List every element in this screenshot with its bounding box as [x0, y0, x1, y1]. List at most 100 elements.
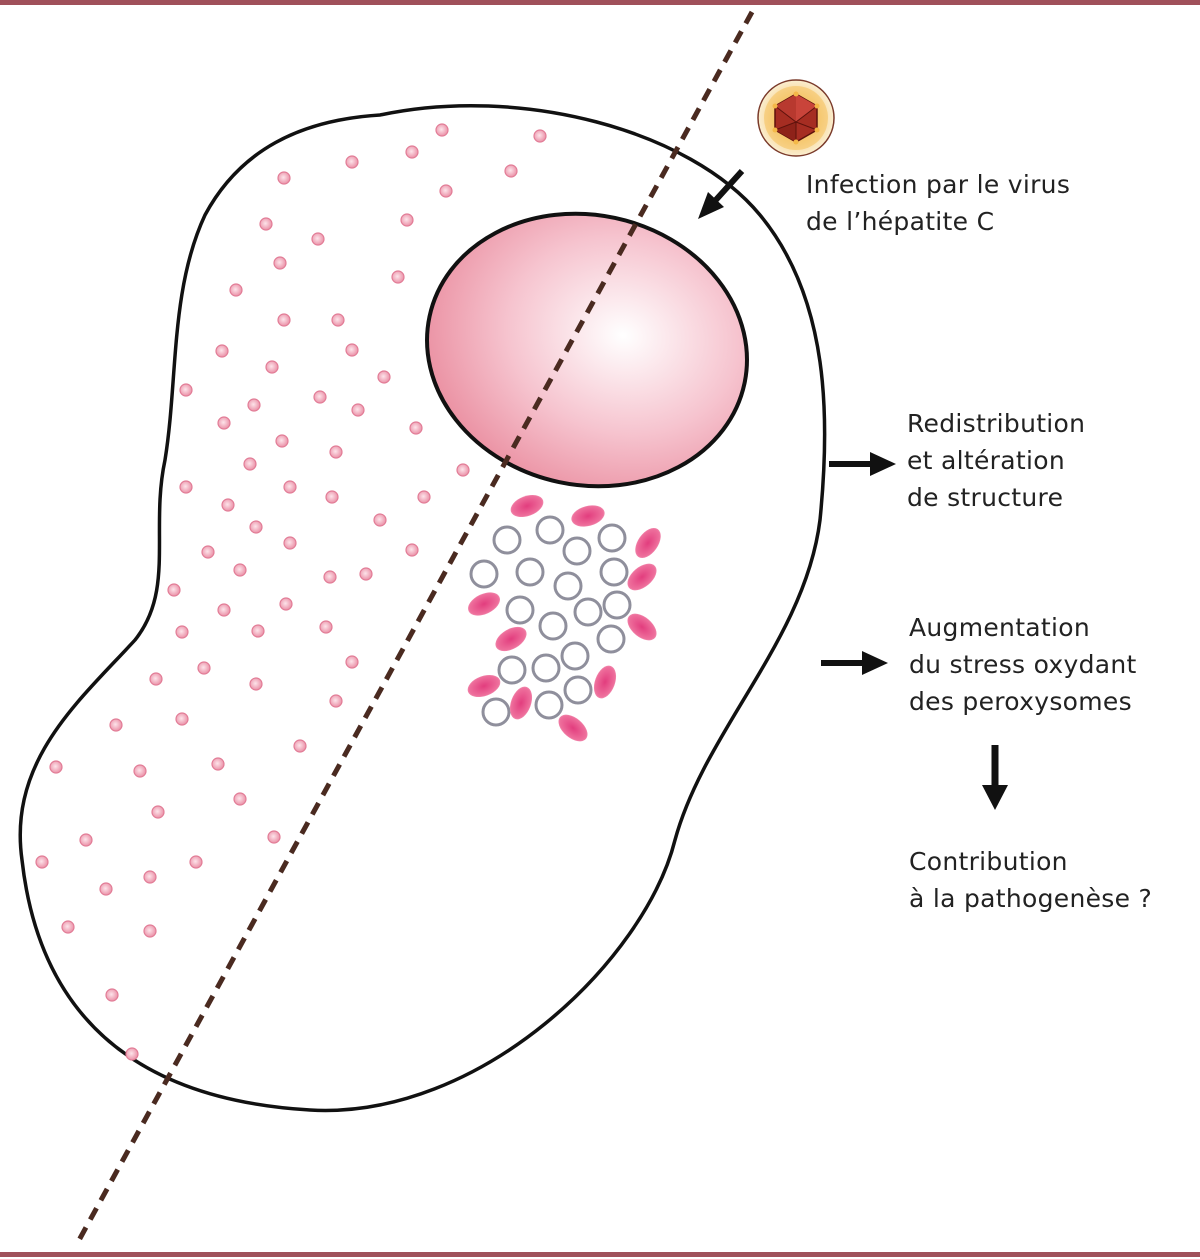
altered-peroxisome — [495, 626, 527, 652]
peroxisome-ring — [535, 515, 565, 545]
peroxisome-dot — [247, 398, 261, 412]
infection-line-2: de l’hépatite C — [806, 207, 995, 236]
peroxisome-dot — [409, 421, 423, 435]
peroxisome-dot — [279, 597, 293, 611]
peroxisome-dot — [149, 672, 163, 686]
peroxisome-dot — [435, 123, 449, 137]
peroxisome-dot — [345, 655, 359, 669]
peroxisome-dot — [217, 603, 231, 617]
peroxisome-dot — [99, 882, 113, 896]
peroxisome-dot — [35, 855, 49, 869]
altered-peroxisome — [571, 505, 605, 527]
peroxisome-dot — [179, 480, 193, 494]
peroxisome-dot — [133, 764, 147, 778]
peroxisome-ring — [597, 523, 627, 553]
contribution-label: Contribution à la pathogenèse ? — [909, 843, 1152, 917]
peroxisome-dot — [79, 833, 93, 847]
peroxisome-ring — [599, 557, 629, 587]
peroxisome-dot — [325, 490, 339, 504]
stress-line-2: du stress oxydant — [909, 650, 1137, 679]
peroxisome-ring — [497, 655, 527, 685]
peroxisome-dot — [277, 313, 291, 327]
arrow-down-icon — [982, 745, 1008, 810]
peroxisome-dot — [533, 129, 547, 143]
peroxisome-dot — [233, 563, 247, 577]
stress-line-3: des peroxysomes — [909, 687, 1132, 716]
peroxisome-dot — [329, 694, 343, 708]
peroxisome-ring — [492, 525, 522, 555]
peroxisome-dot — [275, 434, 289, 448]
peroxisome-ring — [481, 697, 511, 727]
peroxisome-dot — [345, 343, 359, 357]
peroxisome-dot — [151, 805, 165, 819]
nucleus — [425, 211, 749, 489]
peroxisome-dot — [439, 184, 453, 198]
peroxisome-dot — [175, 712, 189, 726]
peroxisome-dot — [109, 718, 123, 732]
altered-peroxisome — [627, 563, 657, 591]
peroxisome-ring — [531, 653, 561, 683]
peroxisome-dot — [329, 445, 343, 459]
peroxisome-ring — [538, 611, 568, 641]
peroxisome-dot — [201, 545, 215, 559]
infection-line-1: Infection par le virus — [806, 170, 1071, 199]
altered-peroxisome — [593, 665, 617, 699]
peroxisome-dot — [211, 757, 225, 771]
peroxisome-dot — [215, 344, 229, 358]
peroxisome-dot — [405, 543, 419, 557]
bottom-frame-rule — [0, 1252, 1200, 1257]
peroxisome-dot — [417, 490, 431, 504]
peroxisome-dot — [179, 383, 193, 397]
peroxisome-dot — [167, 583, 181, 597]
peroxisome-dot — [283, 536, 297, 550]
peroxisome-dot — [313, 390, 327, 404]
top-frame-rule — [0, 0, 1200, 5]
peroxisome-ring — [560, 641, 590, 671]
altered-peroxisome — [509, 686, 533, 720]
peroxisome-dot — [143, 870, 157, 884]
peroxisome-ring — [469, 559, 499, 589]
peroxisome-dot — [293, 739, 307, 753]
peroxisome-dot — [273, 256, 287, 270]
contribution-line-1: Contribution — [909, 847, 1068, 876]
altered-peroxisome — [467, 674, 501, 698]
peroxisome-dot — [400, 213, 414, 227]
peroxisome-dot — [351, 403, 365, 417]
peroxisome-dot — [373, 513, 387, 527]
peroxisome-dot — [265, 360, 279, 374]
redistribution-line-2: et altération — [907, 446, 1065, 475]
peroxisome-ring — [563, 675, 593, 705]
peroxisome-dots — [35, 123, 547, 1061]
infection-label: Infection par le virus de l’hépatite C — [806, 166, 1070, 240]
arrow-right-icon — [821, 651, 888, 675]
peroxisome-dot — [229, 283, 243, 297]
peroxisome-dot — [405, 145, 419, 159]
peroxisome-dot — [377, 370, 391, 384]
peroxisome-dot — [259, 217, 273, 231]
peroxisome-ring — [534, 690, 564, 720]
peroxisome-dot — [359, 567, 373, 581]
peroxisome-dot — [105, 988, 119, 1002]
peroxisome-dot — [189, 855, 203, 869]
dashed-divider — [75, 10, 755, 1244]
peroxisome-dot — [221, 498, 235, 512]
peroxisome-dot — [175, 625, 189, 639]
peroxisome-dot — [249, 520, 263, 534]
peroxisome-ring — [562, 536, 592, 566]
contribution-line-2: à la pathogenèse ? — [909, 884, 1153, 913]
peroxisome-ring — [553, 571, 583, 601]
peroxisome-dot — [249, 677, 263, 691]
altered-peroxisome — [468, 592, 500, 616]
peroxisome-dot — [143, 924, 157, 938]
peroxisome-dot — [331, 313, 345, 327]
peroxisome-ring — [515, 557, 545, 587]
peroxisome-dot — [319, 620, 333, 634]
redistribution-line-3: de structure — [907, 483, 1064, 512]
peroxisome-cluster — [467, 494, 661, 742]
peroxisome-dot — [391, 270, 405, 284]
peroxisome-dot — [311, 232, 325, 246]
altered-peroxisome — [510, 494, 544, 518]
peroxisome-dot — [456, 463, 470, 477]
peroxisome-dot — [323, 570, 337, 584]
